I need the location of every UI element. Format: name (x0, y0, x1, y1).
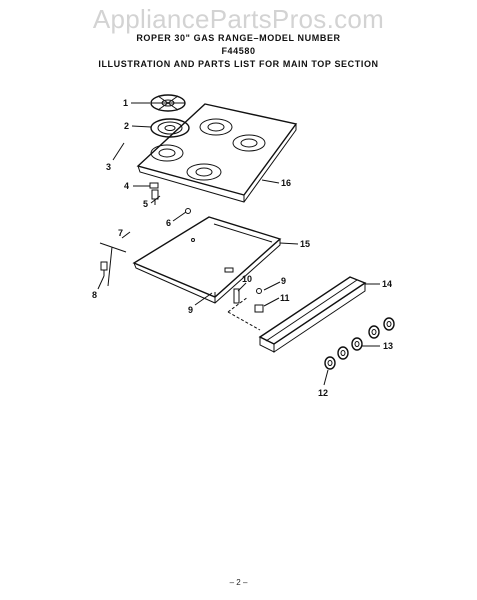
callout-9-right: 9 (281, 276, 286, 286)
callout-2: 2 (124, 121, 129, 131)
watermark: AppliancePartsPros.com (92, 4, 385, 34)
callout-7: 7 (118, 228, 123, 238)
callout-15: 15 (300, 239, 310, 249)
callout-1: 1 (123, 98, 128, 108)
callout-9-left: 9 (188, 305, 193, 315)
burner-box (132, 216, 282, 304)
callout-4: 4 (124, 181, 129, 191)
callout-12: 12 (318, 388, 328, 398)
callout-14: 14 (382, 279, 392, 289)
burner-knobs (324, 317, 395, 370)
callout-8: 8 (92, 290, 97, 300)
manifold-panel (258, 276, 367, 353)
callout-5: 5 (143, 199, 148, 209)
callout-10: 10 (242, 274, 252, 284)
callout-6: 6 (166, 218, 171, 228)
support-rod (99, 242, 127, 287)
callout-16: 16 (281, 178, 291, 188)
callout-13: 13 (383, 341, 393, 351)
diagram-subtitle: ILLUSTRATION AND PARTS LIST FOR MAIN TOP… (98, 59, 379, 69)
diagram-title: ROPER 30" GAS RANGE–MODEL NUMBER (136, 33, 341, 43)
burner-grate (150, 94, 186, 112)
page-number: – 2 – (229, 578, 248, 587)
hinge-parts (149, 182, 191, 214)
callout-11: 11 (280, 293, 290, 303)
callout-3: 3 (106, 162, 111, 172)
drip-bowl (150, 118, 190, 138)
leader-lines (97, 102, 380, 386)
main-top-panel (136, 103, 298, 203)
mounting-hardware (214, 288, 264, 331)
model-number: F44580 (221, 46, 256, 56)
